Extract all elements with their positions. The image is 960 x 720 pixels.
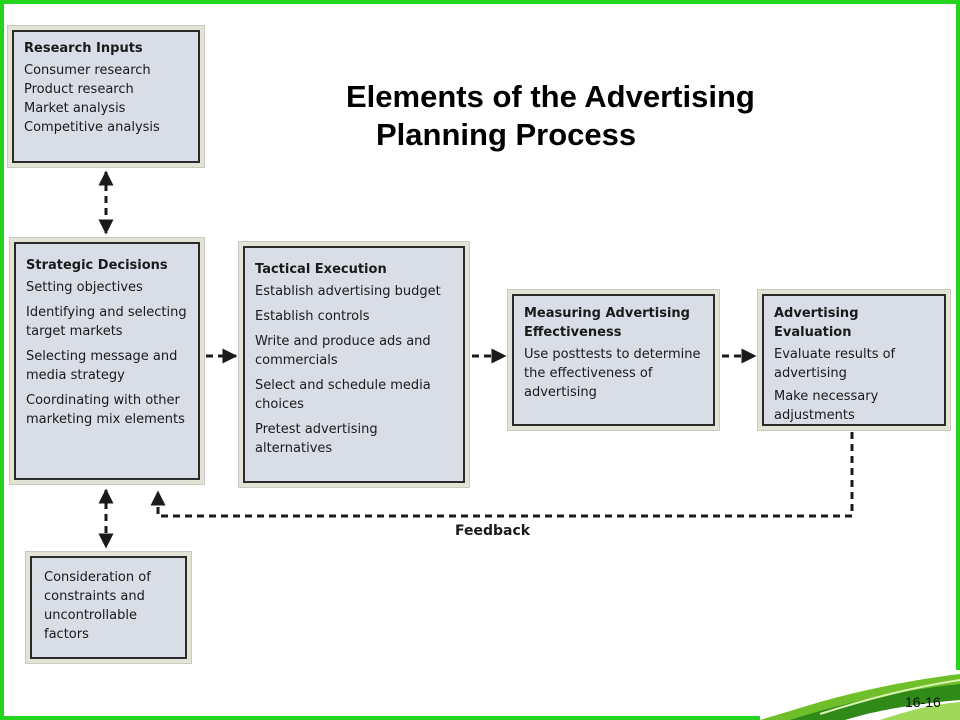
strategic-item: Identifying and selecting target markets [26, 305, 187, 339]
leaf-decoration-icon [760, 670, 960, 720]
research-item: Competitive analysis [24, 120, 160, 135]
research-item: Market analysis [24, 101, 126, 116]
tactical-execution-title: Tactical Execution [255, 262, 387, 277]
evaluation-item: Make necessary adjustments [774, 389, 879, 423]
tactical-execution-box: Tactical Execution Establish advertising… [243, 246, 465, 483]
research-item: Product research [24, 82, 134, 97]
evaluation-item: Evaluate results of advertising [774, 347, 896, 381]
research-inputs-title: Research Inputs [24, 41, 143, 56]
title-line-1: Elements of the Advertising [346, 79, 755, 114]
feedback-loop [150, 432, 854, 518]
measuring-effectiveness-title: Measuring Advertising Effectiveness [524, 306, 690, 340]
constraints-text: Consideration of constraints and uncontr… [44, 570, 151, 642]
feedback-label: Feedback [455, 523, 531, 539]
strategic-item: Selecting message and media strategy [26, 349, 178, 383]
page-number: 16-16 [905, 694, 941, 710]
title-line-2: Planning Process [376, 117, 637, 152]
measuring-item: Use posttests to determine the effective… [524, 347, 701, 400]
advertising-evaluation-title: Advertising Evaluation [774, 306, 859, 340]
constraints-box: Consideration of constraints and uncontr… [30, 556, 187, 659]
strategic-decisions-title: Strategic Decisions [26, 258, 168, 273]
advertising-evaluation-box: Advertising Evaluation Evaluate results … [762, 294, 946, 426]
slide-title: Elements of the Advertising Planning Pro… [300, 78, 900, 154]
tactical-item: Write and produce ads and commercials [255, 334, 431, 368]
strategic-decisions-box: Strategic Decisions Setting objectives I… [14, 242, 200, 480]
measuring-effectiveness-box: Measuring Advertising Effectiveness Use … [512, 294, 715, 426]
strategic-item: Coordinating with other marketing mix el… [26, 393, 185, 427]
research-item: Consumer research [24, 63, 151, 78]
research-inputs-box: Research Inputs Consumer research Produc… [12, 30, 200, 163]
slide-frame-bottom [0, 716, 960, 720]
tactical-item: Select and schedule media choices [255, 378, 431, 412]
tactical-item: Pretest advertising alternatives [255, 422, 378, 456]
strategic-item: Setting objectives [26, 280, 143, 295]
tactical-item: Establish controls [255, 309, 370, 324]
tactical-item: Establish advertising budget [255, 284, 441, 299]
